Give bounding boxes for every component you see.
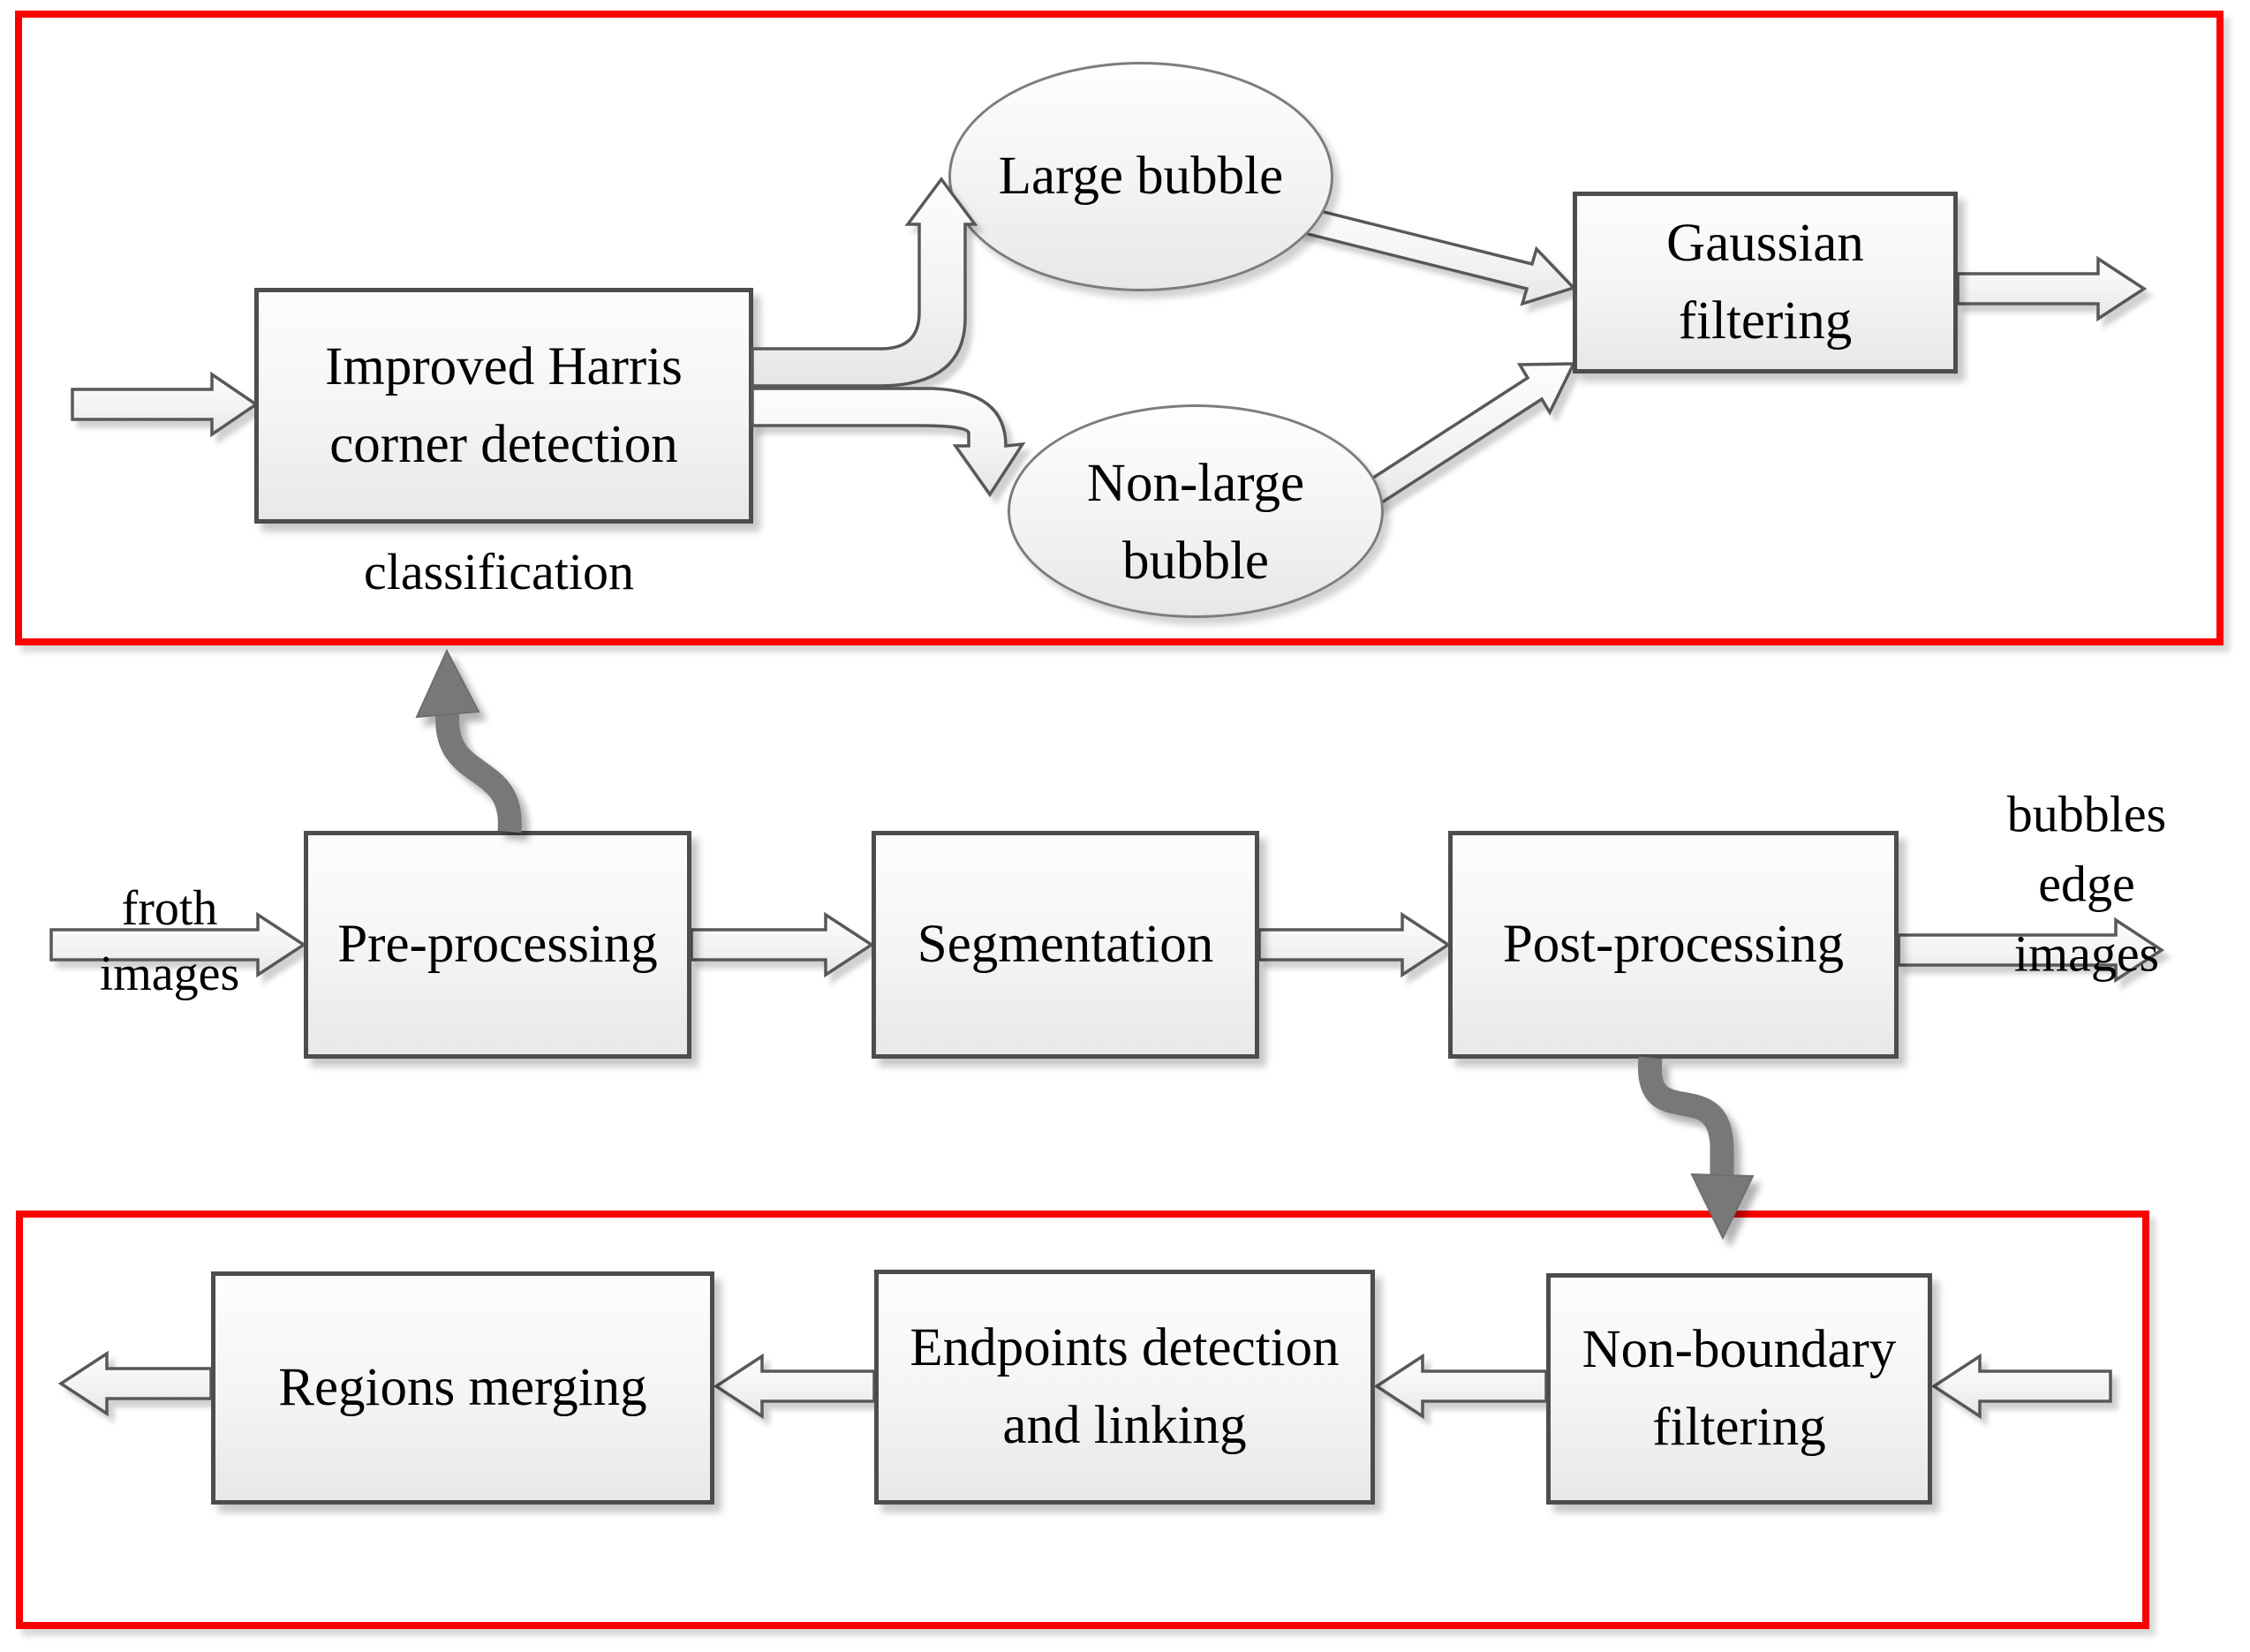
gray-s-connector-up — [435, 710, 522, 834]
segmentation-label: Segmentation — [917, 915, 1214, 974]
non-boundary-filtering-label: Non-boundary filtering — [1582, 1320, 1897, 1457]
top-group-border — [15, 11, 2224, 645]
non-large-bubble-label: Non-large bubble — [1086, 454, 1305, 591]
postprocessing-label: Post-processing — [1502, 915, 1845, 974]
non-large-bubble-ellipse: Non-large bubble — [1008, 404, 1384, 618]
bubbles-edge-images-caption: bubbles edge images — [2006, 785, 2167, 983]
classification-caption: classification — [363, 543, 635, 600]
arrow-segmentation-to-postprocessing — [1257, 911, 1452, 978]
segmentation-box: Segmentation — [872, 831, 1259, 1059]
harris-corner-detection-label: Improved Harris corner detection — [325, 336, 683, 474]
harris-corner-detection-box: Improved Harris corner detection — [254, 288, 753, 524]
gaussian-filtering-label: Gaussian filtering — [1666, 214, 1864, 351]
endpoints-detection-label: Endpoints detection and linking — [910, 1318, 1340, 1455]
arrow-preprocessing-to-segmentation — [690, 911, 875, 978]
postprocessing-box: Post-processing — [1448, 831, 1899, 1059]
endpoints-detection-box: Endpoints detection and linking — [874, 1270, 1375, 1505]
froth-images-caption: froth images — [99, 881, 240, 1001]
large-bubble-label: Large bubble — [998, 147, 1284, 206]
gray-s-connector-down — [1637, 1056, 1734, 1178]
gaussian-filtering-box: Gaussian filtering — [1573, 192, 1958, 373]
regions-merging-label: Regions merging — [278, 1358, 647, 1417]
large-bubble-ellipse: Large bubble — [948, 62, 1333, 291]
non-boundary-filtering-box: Non-boundary filtering — [1546, 1273, 1932, 1505]
preprocessing-label: Pre-processing — [337, 915, 658, 974]
bottom-group-border — [16, 1211, 2149, 1629]
gray-s-connector-up-arrowhead — [415, 648, 480, 719]
preprocessing-box: Pre-processing — [304, 831, 691, 1059]
regions-merging-box: Regions merging — [211, 1271, 714, 1505]
